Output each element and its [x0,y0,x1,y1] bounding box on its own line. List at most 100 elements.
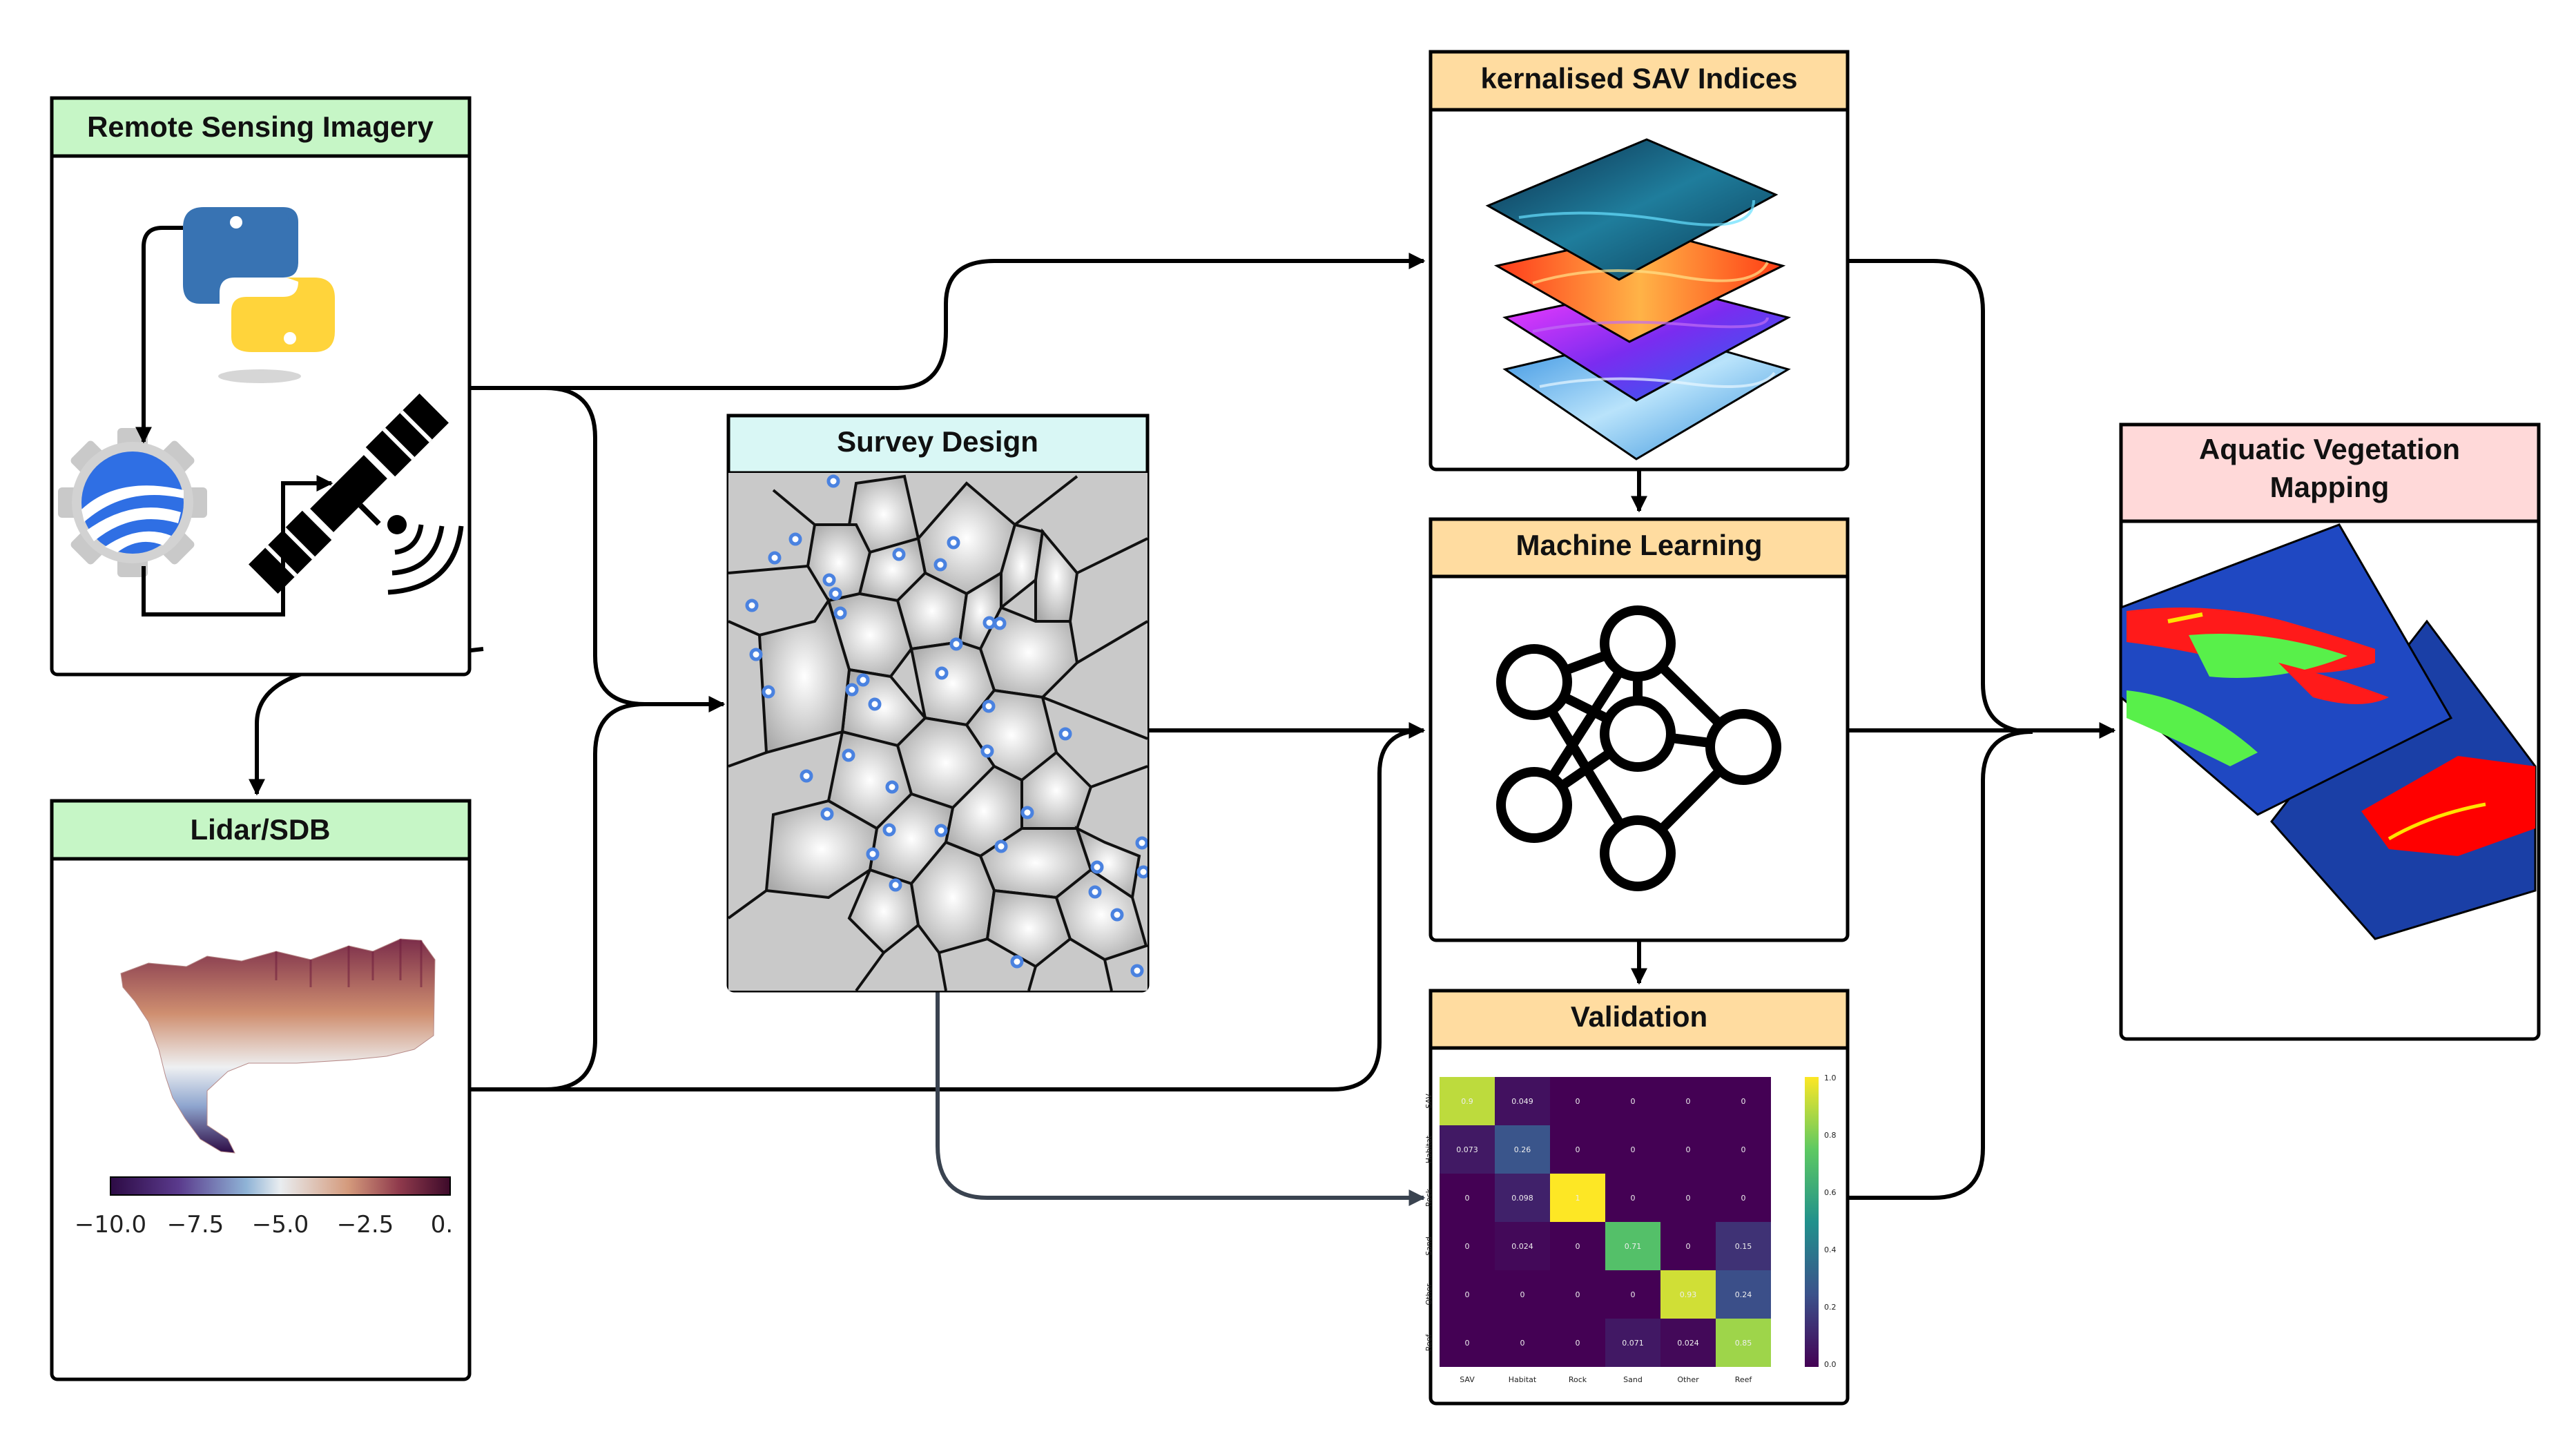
matrix-cell-label: 0 [1576,1145,1580,1154]
neural-network-icon [1496,605,1781,891]
matrix-cell-label: 0 [1631,1290,1636,1299]
matrix-cell-label: 1 [1576,1194,1580,1203]
remote-sensing-title: Remote Sensing Imagery [87,110,434,143]
index-layer-1 [1485,138,1779,281]
survey-node: Survey Design [726,414,1150,993]
validation-colorbar-tick: 0.0 [1824,1360,1837,1369]
validation-colorbar-tick: 0.6 [1824,1188,1837,1197]
matrix-col-label: Sand [1623,1375,1643,1384]
matrix-cell-label: 0.049 [1511,1097,1533,1106]
arrow-remote-to-survey [469,386,726,712]
matrix-cell [1660,1270,1716,1319]
matrix-row-label: Rock [1424,1188,1433,1207]
matrix-cell [1550,1222,1605,1270]
index-layer-stack [1485,138,1792,460]
matrix-cell [1495,1319,1550,1367]
connectors [249,253,2116,1200]
sav-header [1429,50,1850,112]
lidar-title: Lidar/SDB [190,813,330,846]
ml-header [1429,517,1850,579]
matrix-cell-label: 0.26 [1514,1145,1531,1154]
sav-indices-node: kernalised SAV Indices [1429,50,1850,472]
matrix-cell [1495,1125,1550,1174]
matrix-cell [1660,1125,1716,1174]
matrix-row-label: Reef [1424,1334,1433,1352]
matrix-cell [1716,1222,1771,1270]
matrix-cell [1440,1125,1495,1174]
lidar-tick: −2.5 [337,1211,394,1239]
matrix-cell-label: 0 [1576,1339,1580,1348]
output-node: Aquatic Vegetation Mapping [2119,423,2541,1041]
vegetation-map-back [2270,619,2537,940]
matrix-cell-label: 0 [1576,1290,1580,1299]
matrix-cell-label: 0 [1465,1242,1470,1251]
matrix-cell-label: 0 [1520,1339,1525,1348]
lidar-header [50,799,472,861]
matrix-cell [1605,1077,1660,1125]
matrix-cell-label: 0 [1465,1194,1470,1203]
matrix-cell-label: 0.098 [1511,1194,1533,1203]
lidar-tick: 0. [431,1211,453,1239]
matrix-cell [1660,1077,1716,1125]
validation-colorbar [1805,1077,1819,1367]
matrix-cell [1660,1319,1716,1367]
matrix-cell [1716,1270,1771,1319]
lidar-tick: −10.0 [75,1211,146,1239]
matrix-cell-label: 0 [1686,1145,1691,1154]
matrix-cell-label: 0.15 [1735,1242,1752,1251]
remote-sensing-node: Remote Sensing Imagery [50,96,472,677]
matrix-cell-label: 0.24 [1735,1290,1752,1299]
voronoi-diagram [728,473,1147,991]
matrix-cell [1605,1174,1660,1222]
matrix-cell-label: 0 [1686,1097,1691,1106]
matrix-cell-label: 0.85 [1735,1339,1752,1348]
matrix-col-label: Other [1677,1375,1699,1384]
validation-colorbar-ticks: 1.00.80.60.40.20.0 [1824,1074,1837,1369]
matrix-col-label: Rock [1569,1375,1587,1384]
matrix-col-label: SAV [1460,1375,1475,1384]
lidar-tick: −5.0 [252,1211,309,1239]
matrix-cell-label: 0.024 [1677,1339,1699,1348]
matrix-cell-label: 0 [1576,1097,1580,1106]
matrix-cell [1440,1077,1495,1125]
survey-title: Survey Design [837,425,1038,458]
matrix-cell-label: 0.024 [1511,1242,1533,1251]
matrix-cell [1495,1270,1550,1319]
matrix-cell [1605,1319,1660,1367]
matrix-cell [1716,1319,1771,1367]
matrix-col-label: Habitat [1509,1375,1537,1384]
remote-sensing-header [50,96,472,158]
matrix-cell [1716,1077,1771,1125]
arrow-lidar-to-ml [469,728,1424,1091]
validation-colorbar-tick: 0.4 [1824,1245,1837,1254]
validation-colorbar-tick: 1.0 [1824,1074,1837,1082]
validation-colorbar-tick: 0.2 [1824,1303,1837,1312]
sav-title: kernalised SAV Indices [1480,62,1797,95]
matrix-cell [1440,1222,1495,1270]
matrix-cell [1605,1222,1660,1270]
validation-title: Validation [1571,1000,1707,1033]
matrix-cell-label: 0 [1741,1097,1746,1106]
lidar-node: Lidar/SDB −10.0 −7.5 −5.0 −2.5 0. [50,799,472,1381]
matrix-cell [1495,1077,1550,1125]
matrix-row-label: Sand [1424,1236,1433,1256]
matrix-row-label: SAV [1424,1094,1433,1109]
matrix-cell [1440,1270,1495,1319]
lidar-tick: −7.5 [167,1211,224,1239]
validation-header [1429,989,1850,1050]
matrix-cell-label: 0 [1465,1290,1470,1299]
arrow-survey-to-validation [936,991,1426,1206]
matrix-cell [1440,1319,1495,1367]
matrix-cell-label: 0.073 [1456,1145,1478,1154]
bathymetry-surface [120,938,436,1154]
matrix-cell-label: 0.71 [1625,1242,1642,1251]
matrix-row-label: Habitat [1424,1135,1433,1163]
lidar-colorbar [110,1176,451,1196]
matrix-cell-label: 0.93 [1680,1290,1697,1299]
validation-node: Validation 0.9 0.049 0 0 0 0 0.073 0.26 0 0 0 0 0 0.0… [1424,989,1850,1406]
matrix-cell-label: 0 [1631,1145,1636,1154]
matrix-cell-label: 0 [1631,1194,1636,1203]
matrix-cell-label: 0 [1686,1194,1691,1203]
matrix-cell-label: 0.9 [1461,1097,1473,1106]
